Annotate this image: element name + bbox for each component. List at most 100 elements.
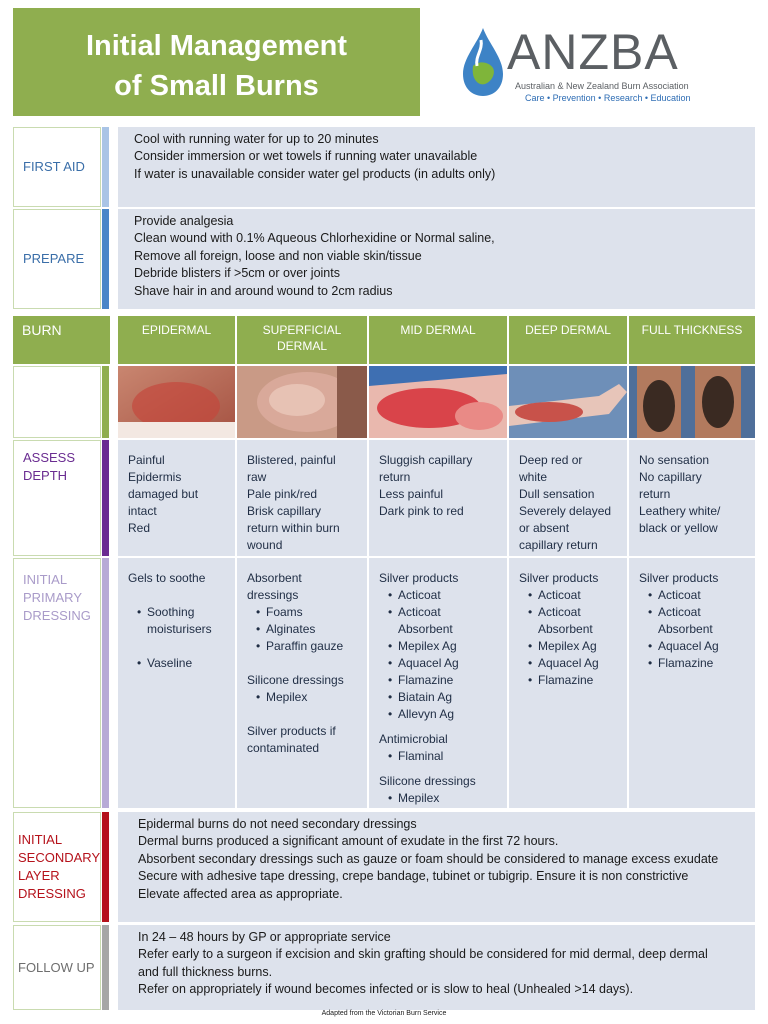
dressing-item-text: Aquacel Ag	[538, 656, 599, 670]
dressing-item-text: Absorbent	[538, 622, 593, 636]
dressing-item-text: moisturisers	[147, 622, 212, 636]
dressing-heading: Absorbent	[247, 571, 302, 585]
photo-row-label	[13, 366, 101, 438]
assess-depth-bar	[102, 440, 109, 556]
assess-text: or absent	[519, 521, 570, 535]
dressing-item-text: Absorbent	[658, 622, 713, 636]
secondary-label-line: INITIAL	[18, 832, 63, 847]
water-drop-logo-icon	[463, 28, 503, 96]
follow-up-band: In 24 – 48 hours by GP or appropriate se…	[118, 925, 755, 1010]
dressing-item-text: Flamazine	[658, 656, 714, 670]
prepare-label-text: PREPARE	[23, 251, 85, 266]
assess-text: return	[639, 487, 671, 501]
prepare-line: Clean wound with 0.1% Aqueous Chlorhexid…	[134, 231, 495, 246]
epidermal-burn-photo	[118, 366, 235, 438]
dressing-item-text: Vaseline	[147, 656, 193, 670]
bullet-icon: •	[528, 588, 533, 602]
dressing-item: •Acticoat	[519, 604, 621, 621]
dressing-item-text: Absorbent	[398, 622, 453, 636]
photo-row-bar	[102, 366, 109, 438]
bullet-icon: •	[388, 690, 393, 704]
dressing-item: •Acticoat	[379, 604, 501, 621]
logo-subtitle: Australian & New Zealand Burn Associatio…	[515, 81, 689, 91]
primary-label-line: INITIAL	[23, 572, 68, 587]
dressing-item: •Soothing	[128, 604, 229, 621]
dressing-heading: Silver products	[379, 571, 459, 585]
bullet-icon: •	[137, 605, 142, 619]
dressing-item: •Mepilex Ag	[519, 638, 621, 655]
first-aid-line: If water is unavailable consider water g…	[134, 166, 496, 181]
first-aid-label: FIRST AID	[13, 127, 101, 207]
assess-text: damaged but	[128, 487, 199, 501]
bullet-icon: •	[528, 673, 533, 687]
assess-text: wound	[247, 538, 283, 552]
dressing-heading: Silver products	[519, 571, 599, 585]
col-head-mid-dermal: MID DERMAL	[369, 316, 507, 364]
col-head-deep-dermal: DEEP DERMAL	[509, 316, 627, 364]
dressing-cell-mid: Silver products •Acticoat •Acticoat Abso…	[369, 558, 507, 808]
dressing-item: •Acticoat	[519, 587, 621, 604]
assess-text: Red	[128, 521, 151, 535]
prepare-line: Debride blisters if >5cm or over joints	[134, 266, 340, 281]
dressing-item-text: Acticoat	[538, 605, 581, 619]
dressing-item-text: Mepilex	[398, 791, 440, 805]
bullet-icon: •	[388, 673, 393, 687]
first-aid-band: Cool with running water for up to 20 min…	[118, 127, 755, 207]
assess-text: Brisk capillary	[247, 504, 322, 518]
assess-text: return	[379, 470, 411, 484]
dressing-item: • Paraffin gauze	[247, 638, 361, 655]
mid-dermal-burn-photo	[369, 366, 507, 438]
prepare-line: Provide analgesia	[134, 214, 234, 228]
bullet-icon: •	[528, 656, 533, 670]
dressing-item: Absorbent	[519, 621, 621, 638]
secondary-dressing-band: Epidermal burns do not need secondary dr…	[118, 812, 755, 922]
burn-label: BURN	[13, 316, 110, 364]
bullet-icon: •	[648, 639, 653, 653]
bullet-icon: •	[528, 639, 533, 653]
bullet-icon: •	[648, 656, 653, 670]
col-head-text: FULL THICKNESS	[641, 323, 743, 337]
dressing-item: •Acticoat	[379, 587, 501, 604]
dressing-item-text: Flamazine	[398, 673, 454, 687]
assess-text: No sensation	[639, 453, 710, 467]
bullet-icon: •	[256, 639, 261, 653]
dressing-heading: Antimicrobial	[379, 732, 448, 746]
dressing-item-text: Acticoat	[658, 605, 701, 619]
assess-text: capillary return	[519, 538, 598, 552]
secondary-line: Epidermal burns do not need secondary dr…	[138, 817, 417, 831]
dressing-item-text: Alginates	[266, 622, 316, 636]
dressing-heading: Silver products if	[247, 724, 336, 738]
dressing-item-text: Flamazine	[538, 673, 594, 687]
assess-cell-mid: Sluggish capillary return Less painful D…	[369, 440, 507, 556]
dressing-item: •Mepilex	[379, 790, 501, 807]
follow-up-label-text: FOLLOW UP	[18, 959, 95, 975]
full-thickness-burn-photo	[629, 366, 755, 438]
dressing-cell-full: Silver products •Acticoat •Acticoat Abso…	[629, 558, 755, 808]
dressing-item: Absorbent	[379, 621, 501, 638]
bullet-icon: •	[388, 639, 393, 653]
title-line-1: Initial Management	[85, 30, 348, 62]
dressing-item: •Foams	[247, 604, 361, 621]
assess-text: Epidermis	[128, 470, 182, 484]
follow-up-line: In 24 – 48 hours by GP or appropriate se…	[138, 930, 391, 944]
dressing-item-text: Mepilex	[266, 690, 308, 704]
bullet-icon: •	[388, 707, 393, 721]
dressing-item: • Flamazine	[379, 672, 501, 689]
dressing-item-text: Paraffin gauze	[266, 639, 344, 653]
bullet-icon: •	[256, 690, 261, 704]
first-aid-bar	[102, 127, 109, 207]
secondary-label-line: DRESSING	[18, 886, 86, 901]
secondary-line: Absorbent secondary dressings such as ga…	[138, 851, 719, 866]
dressing-item-text: Aquacel Ag	[658, 639, 719, 653]
primary-dressing-label: INITIAL PRIMARY DRESSING	[13, 558, 101, 808]
assess-text: white	[519, 470, 548, 484]
dressing-cell-epidermal: Gels to soothe •Soothing moisturisers •V…	[118, 558, 235, 808]
logo-wordmark: ANZBA	[507, 24, 679, 80]
dressing-item: •Acticoat	[639, 604, 749, 621]
dressing-item-text: Acticoat	[658, 588, 701, 602]
dressing-item: moisturisers	[128, 621, 229, 638]
dressing-item: • Mepilex	[247, 689, 361, 706]
burn-label-text: BURN	[22, 322, 62, 338]
first-aid-line: Cool with running water for up to 20 min…	[134, 132, 379, 146]
assess-label-line: ASSESS	[23, 450, 76, 465]
